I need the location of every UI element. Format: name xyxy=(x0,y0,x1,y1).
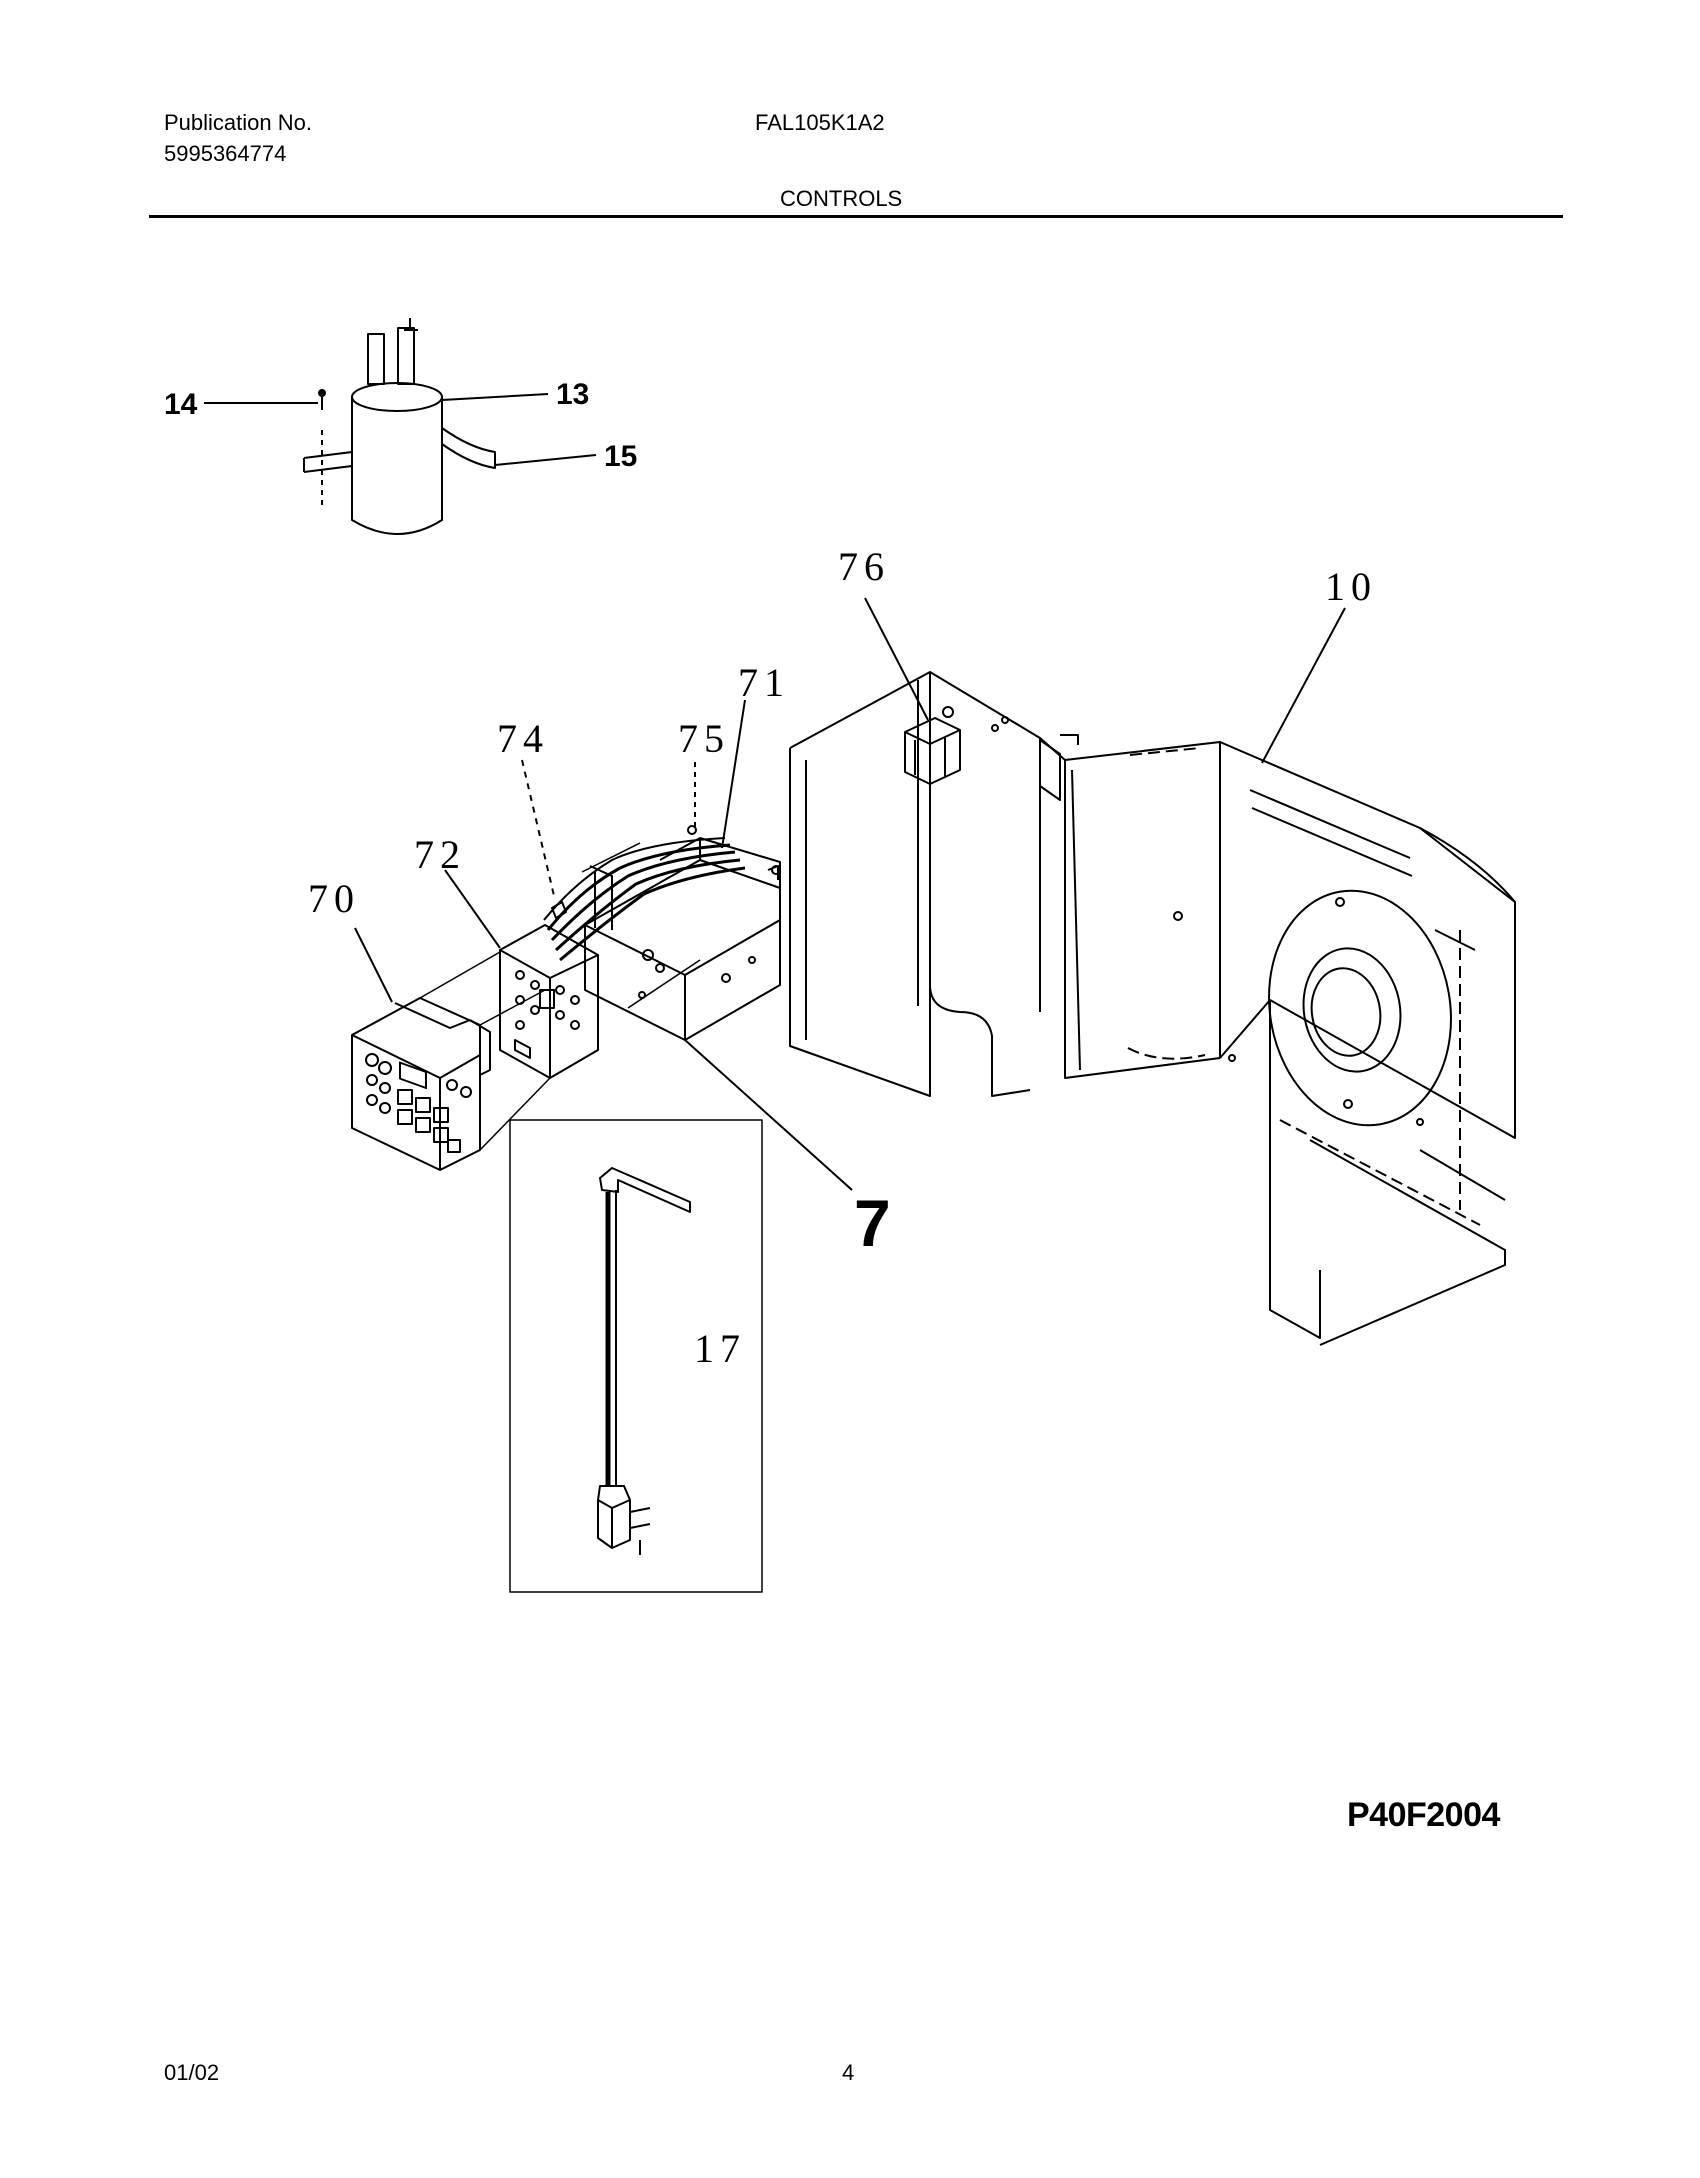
revision-date: 01/02 xyxy=(164,2060,220,2085)
projection-line xyxy=(479,989,546,1026)
control-housing-illustration xyxy=(789,671,1516,1346)
control-panel-illustration xyxy=(351,997,491,1171)
callout-75: 75 xyxy=(678,716,730,761)
screw-illustration xyxy=(551,901,567,919)
leader-15 xyxy=(494,454,597,466)
projection-line xyxy=(581,842,641,873)
section-title: CONTROLS xyxy=(780,186,903,211)
leader-70 xyxy=(354,927,393,1003)
publication-number: 5995364774 xyxy=(164,141,287,166)
transformer-illustration xyxy=(904,706,961,785)
callout-13: 13 xyxy=(556,378,589,411)
model-number: FAL105K1A2 xyxy=(755,110,885,135)
power-cord-inset-frame xyxy=(509,1119,763,1593)
projection-line xyxy=(479,1077,551,1151)
figure-id: P40F2004 xyxy=(1347,1796,1500,1834)
power-cord-illustration xyxy=(597,1167,691,1555)
header-rule xyxy=(149,215,1563,218)
callout-72: 72 xyxy=(414,832,466,877)
callout-7: 7 xyxy=(854,1186,891,1260)
callout-71: 71 xyxy=(738,660,790,705)
leader-76 xyxy=(864,597,929,721)
callout-15: 15 xyxy=(604,440,637,473)
callout-10: 10 xyxy=(1325,564,1377,609)
callout-14: 14 xyxy=(164,388,198,421)
projection-line xyxy=(419,951,501,999)
callout-17: 17 xyxy=(694,1326,746,1371)
callout-70: 70 xyxy=(308,876,360,921)
leader-13 xyxy=(441,393,549,401)
projection-line xyxy=(627,959,701,1009)
leader-7 xyxy=(684,1039,853,1191)
leader-10 xyxy=(1261,607,1346,764)
leader-74 xyxy=(521,759,556,901)
leader-72 xyxy=(444,869,501,949)
page-number: 4 xyxy=(842,2060,855,2085)
circuit-board-illustration xyxy=(499,924,599,1079)
control-box-illustration xyxy=(543,825,781,1041)
callout-74: 74 xyxy=(497,716,549,761)
publication-label: Publication No. xyxy=(164,110,312,135)
callout-76: 76 xyxy=(838,544,890,589)
capacitor-illustration xyxy=(303,318,496,535)
leader-71 xyxy=(721,699,746,849)
